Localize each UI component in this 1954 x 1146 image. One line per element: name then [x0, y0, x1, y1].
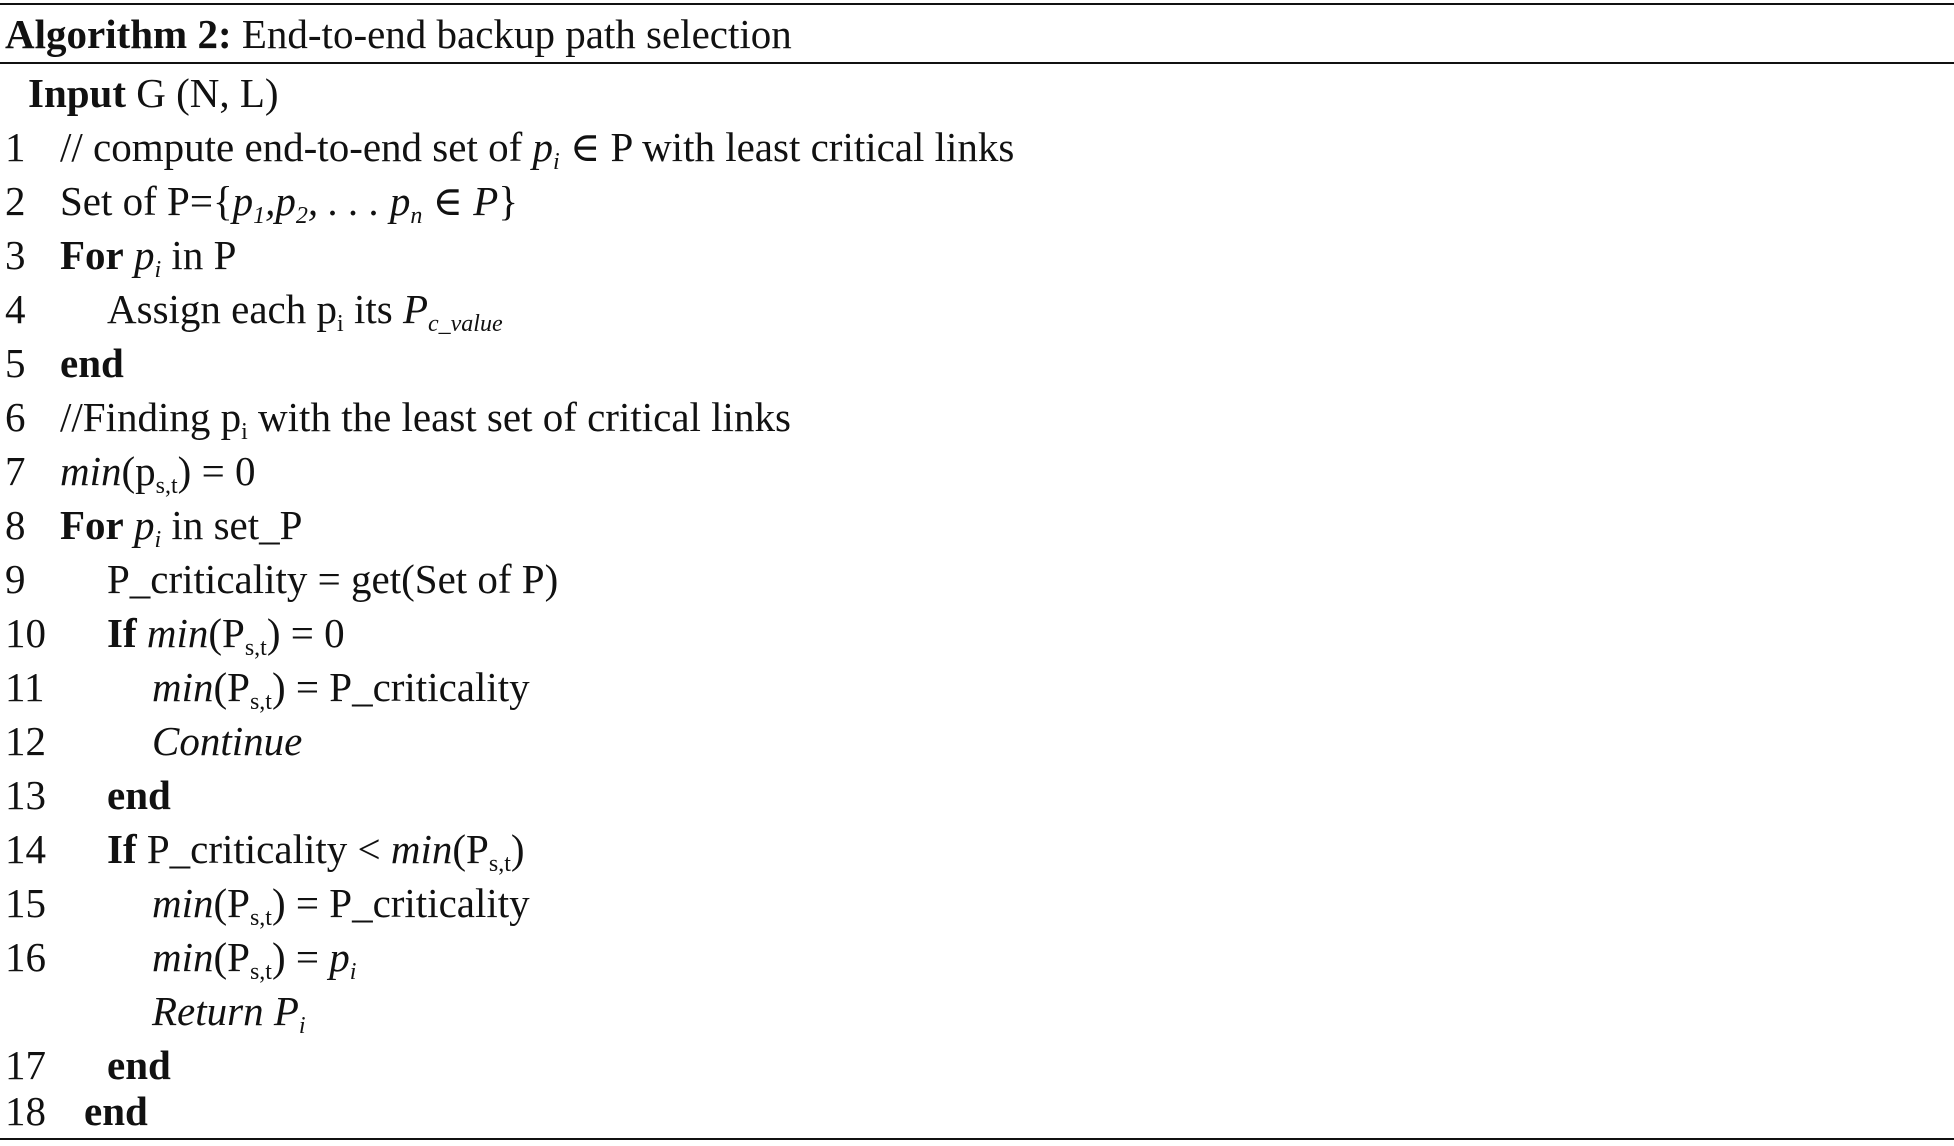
- line-number: 18: [5, 1088, 46, 1134]
- line-code: P_criticality = get(Set of P): [107, 556, 559, 602]
- line-code: For pi in P: [60, 232, 237, 283]
- input-keyword: Input: [28, 70, 127, 116]
- line-code: end: [84, 1088, 148, 1134]
- line-number: 7: [5, 448, 26, 494]
- line-code: end: [60, 340, 124, 386]
- line-code: //Finding pi with the least set of criti…: [60, 394, 791, 445]
- line-number: 8: [5, 502, 26, 548]
- line-code: Set of P={p1,p2, . . . pn ∈ P}: [60, 178, 518, 229]
- algorithm-label: Algorithm 2:: [5, 11, 232, 57]
- algorithm-caption: Algorithm 2: End-to-end backup path sele…: [5, 6, 792, 62]
- line-number: 16: [5, 934, 46, 980]
- bottom-rule: [0, 1138, 1954, 1140]
- line-number: 4: [5, 286, 26, 332]
- line-code: Assign each pi its Pc_value: [107, 286, 503, 337]
- caption-rule: [0, 62, 1954, 64]
- line-code: // compute end-to-end set of pi ∈ P with…: [60, 124, 1015, 175]
- input-code: Input G (N, L): [28, 66, 279, 120]
- line-number: 12: [5, 718, 46, 764]
- line-code: For pi in set_P: [60, 502, 303, 553]
- line-number: 6: [5, 394, 26, 440]
- line-code: If min(Ps,t) = 0: [107, 610, 345, 661]
- line-number: 2: [5, 178, 26, 224]
- line-code: If P_criticality < min(Ps,t): [107, 826, 525, 877]
- top-rule: [0, 3, 1954, 5]
- line-code: min(Ps,t) = P_criticality: [152, 880, 530, 931]
- line-number: 13: [5, 772, 46, 818]
- line-number: 14: [5, 826, 46, 872]
- line-code: Continue: [152, 718, 303, 764]
- line-code: end: [107, 1042, 171, 1088]
- line-number: 1: [5, 124, 26, 170]
- line-number: 11: [5, 664, 45, 710]
- line-number: 17: [5, 1042, 46, 1088]
- line-number: 5: [5, 340, 26, 386]
- input-text: G (N, L): [136, 70, 279, 116]
- line-code: Return Pi: [152, 988, 306, 1039]
- line-number: 3: [5, 232, 26, 278]
- line-code: min(ps,t) = 0: [60, 448, 256, 499]
- line-number: 10: [5, 610, 46, 656]
- line-code: min(Ps,t) = P_criticality: [152, 664, 530, 715]
- algorithm-title: End-to-end backup path selection: [241, 11, 792, 57]
- line-number: 9: [5, 556, 26, 602]
- line-code: end: [107, 772, 171, 818]
- line-code: min(Ps,t) = pi: [152, 934, 357, 985]
- line-number: 15: [5, 880, 46, 926]
